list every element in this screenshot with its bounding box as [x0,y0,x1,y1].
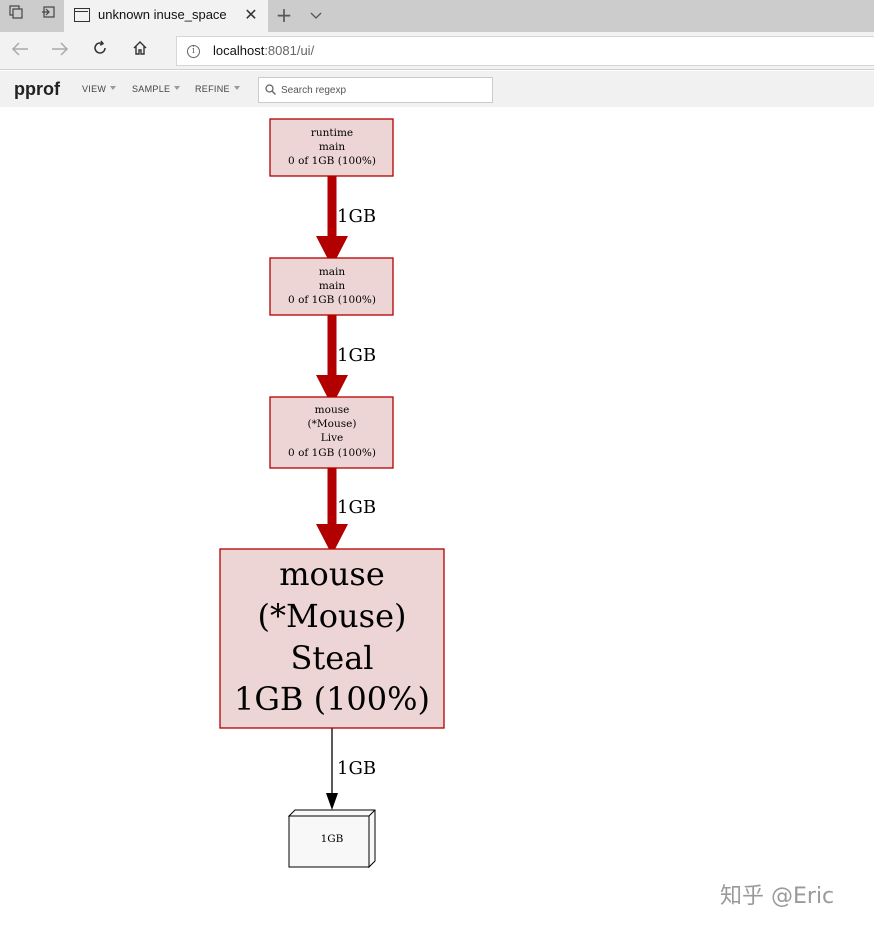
graph-leaf-node[interactable]: 1GB [287,809,376,869]
set-aside-tabs-icon[interactable] [36,4,60,28]
call-graph: 1GB 1GB 1GB 1GB runtime main 0 of 1GB (1… [219,118,445,869]
home-icon[interactable] [128,39,152,63]
node-label-line: 1GB (100%) [234,680,430,718]
sample-menu[interactable]: SAMPLE [132,84,181,94]
plus-icon[interactable]: + [275,3,293,27]
url-path: :8081/ui/ [264,43,315,58]
address-bar[interactable]: i localhost:8081/ui/ [176,36,874,66]
graph-edge[interactable]: 1GB [316,315,376,406]
search-input[interactable] [281,81,487,99]
url-text: localhost:8081/ui/ [213,43,314,58]
graph-node-mouse-live[interactable]: mouse (*Mouse) Live 0 of 1GB (100%) [269,396,394,469]
forward-arrow-icon[interactable] [48,39,72,63]
edge-label: 1GB [337,497,376,518]
view-menu-label: VIEW [82,84,107,94]
page-icon [74,8,90,22]
refine-menu[interactable]: REFINE [195,84,240,94]
edge-label: 1GB [337,345,376,366]
app-title: pprof [14,79,60,99]
node-label-line: mouse [315,404,350,416]
node-label-line: main [319,280,346,292]
node-label-line: 0 of 1GB (100%) [288,447,376,459]
graph-edge[interactable]: 1GB [316,176,376,267]
node-label-line: Steal [290,639,373,677]
caret-down-icon [174,86,181,90]
caret-down-icon [233,86,240,90]
node-label-line: 0 of 1GB (100%) [288,294,376,306]
graph-node-mouse-steal[interactable]: mouse (*Mouse) Steal 1GB (100%) [219,548,445,729]
tab-title: unknown inuse_space [98,7,227,22]
back-arrow-icon[interactable] [8,39,32,63]
graph-edge[interactable]: 1GB [326,728,376,810]
refine-menu-label: REFINE [195,84,230,94]
node-label-line: main [319,266,346,278]
graph-node-runtime-main[interactable]: runtime main 0 of 1GB (100%) [269,118,394,177]
tab-active[interactable]: unknown inuse_space ✕ [64,0,268,32]
edge-label: 1GB [337,758,376,779]
navigation-bar: i localhost:8081/ui/ [0,32,874,70]
node-label-line: Live [321,432,343,444]
info-icon[interactable]: i [187,45,200,58]
search-box[interactable] [258,77,493,103]
graph-node-main-main[interactable]: main main 0 of 1GB (100%) [269,257,394,316]
sample-menu-label: SAMPLE [132,84,171,94]
watermark: 知乎 @Eric [720,884,835,909]
node-label-line: 0 of 1GB (100%) [288,155,376,167]
view-menu[interactable]: VIEW [82,84,117,94]
leaf-label: 1GB [321,833,344,845]
chevron-down-icon[interactable] [304,4,328,28]
close-icon[interactable]: ✕ [244,5,258,24]
pprof-toolbar: pprof VIEW SAMPLE REFINE [0,71,874,107]
node-label-line: mouse [279,555,385,593]
node-label-line: (*Mouse) [308,418,357,430]
caret-down-icon [110,86,117,90]
node-label-line: runtime [311,127,353,139]
tab-strip: unknown inuse_space ✕ + [0,0,874,32]
node-label-line: main [319,141,346,153]
graph-edge[interactable]: 1GB [316,468,376,555]
search-icon [265,84,276,95]
edge-label: 1GB [337,206,376,227]
refresh-icon[interactable] [88,39,112,63]
node-label-line: (*Mouse) [258,597,407,635]
url-host: localhost [213,43,265,58]
tab-groups-icon[interactable] [4,4,28,28]
